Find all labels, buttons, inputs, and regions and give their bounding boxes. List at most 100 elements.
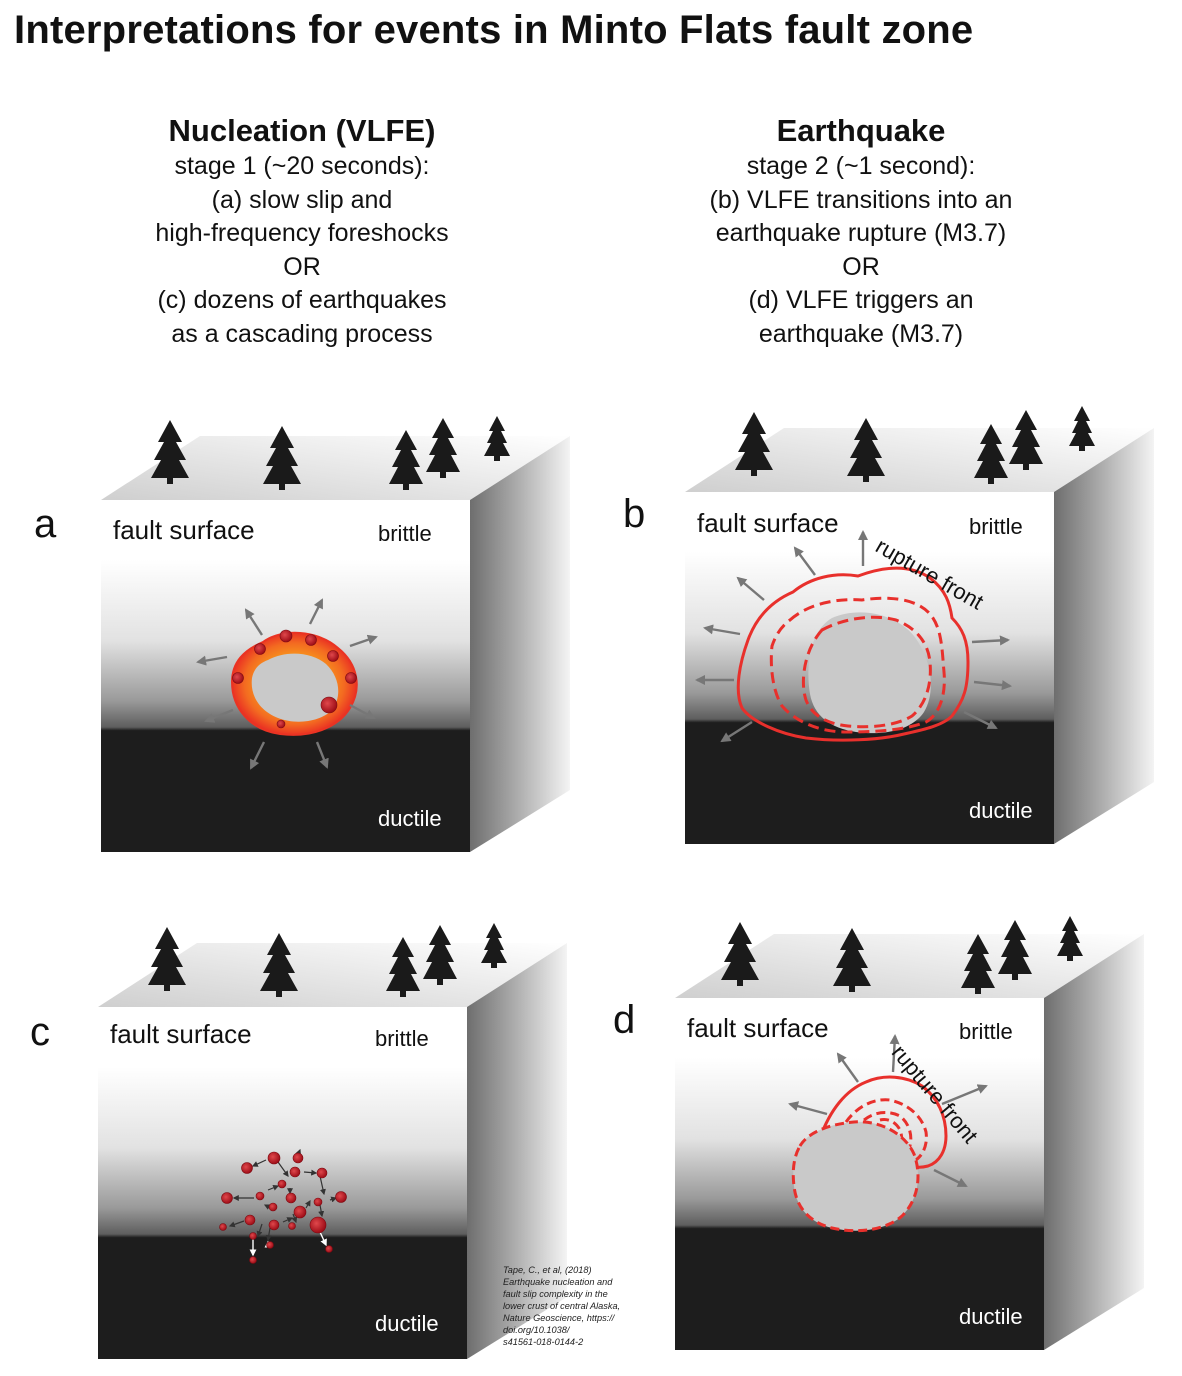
panel-c-block	[98, 943, 567, 1359]
arrow-icon	[318, 1204, 325, 1218]
panel-c-cascade	[219, 1148, 347, 1264]
earthquake-description: Earthquake stage 2 (~1 second): (b) VLFE…	[601, 112, 1121, 352]
rupture-arrows	[788, 1033, 988, 1188]
nucleation-line: high-frequency foreshocks	[155, 219, 449, 248]
tree-icon	[151, 420, 189, 484]
arrow-icon	[277, 1161, 289, 1177]
tree-icon	[974, 424, 1008, 484]
citation-line: lower crust of central Alaska,	[503, 1301, 621, 1311]
nucleation-line: OR	[283, 252, 321, 281]
arrow-icon	[204, 708, 234, 723]
nucleation-line: stage 1 (~20 seconds):	[174, 152, 430, 180]
arrow-icon	[933, 1168, 968, 1188]
arrow-icon	[305, 1199, 311, 1209]
rupture-contour-dashed	[844, 1098, 928, 1164]
arrow-icon	[971, 635, 1011, 646]
earthquake-dot-icon	[277, 1179, 287, 1189]
earthquake-dot-icon	[288, 1222, 296, 1230]
arrow-icon	[793, 546, 816, 576]
tree-icon	[389, 430, 423, 490]
earthquake-dot-icon	[325, 1245, 333, 1253]
nucleation-patch	[808, 612, 931, 734]
arrow-icon	[329, 1196, 338, 1203]
earthquake-dot-icon	[255, 1191, 265, 1201]
fault-surface-label: fault surface	[697, 508, 839, 538]
arrow-icon	[291, 1213, 298, 1224]
panel-b-trees	[735, 406, 1095, 484]
earthquake-heading: Earthquake	[776, 113, 946, 148]
foreshock-dots	[232, 629, 357, 729]
panel-a-nucleation	[196, 598, 378, 770]
nucleation-description: Nucleation (VLFE) stage 1 (~20 seconds):…	[42, 112, 562, 352]
earthquake-dot-icon	[249, 1232, 257, 1240]
earthquake-dot-icon	[285, 1192, 297, 1204]
arrow-icon	[267, 1184, 280, 1191]
earthquake-dot-icon	[292, 1152, 304, 1164]
earthquake-line: (d) VLFE triggers an	[748, 286, 974, 315]
tree-icon	[263, 426, 301, 490]
tree-icon	[426, 418, 460, 478]
earthquake-dot-icon	[244, 1214, 256, 1226]
citation-line: doi.org/10.1038/	[503, 1325, 570, 1335]
arrow-icon	[308, 598, 324, 625]
tree-icon	[484, 416, 510, 461]
rupture-arrows	[694, 529, 1013, 743]
earthquake-line: earthquake rupture (M3.7)	[715, 219, 1007, 248]
fault-surface-label: fault surface	[687, 1013, 829, 1043]
panel-a-trees	[151, 416, 510, 490]
earthquake-dot-icon	[305, 634, 317, 646]
arrow-icon	[889, 1033, 900, 1073]
arrow-icon	[196, 655, 228, 666]
rupture-contour-dashed	[769, 596, 946, 734]
citation-line: Earthquake nucleation and	[503, 1277, 613, 1287]
arrow-icon	[349, 634, 378, 648]
nucleation-heading: Nucleation (VLFE)	[168, 113, 436, 148]
cascade-arrows	[228, 1148, 338, 1242]
rupture-front-outline	[736, 566, 970, 742]
arrow-icon	[228, 1220, 245, 1228]
citation-line: fault slip complexity in the	[503, 1289, 608, 1299]
earthquake-dot-icon	[254, 643, 266, 655]
brittle-label: brittle	[378, 521, 432, 546]
arrow-icon	[256, 1223, 263, 1238]
rupture-contour-dashed	[801, 615, 932, 729]
tree-icon	[1009, 410, 1043, 470]
nucleation-patch	[791, 1120, 920, 1233]
arrow-icon	[963, 710, 998, 730]
earthquake-dot-icon	[313, 1197, 323, 1207]
panel-letter-c: c	[30, 1010, 50, 1054]
citation: Tape, C., et al, (2018) Earthquake nucle…	[503, 1264, 653, 1348]
earthquake-dot-icon	[309, 1216, 327, 1234]
panel-b-rupture	[694, 529, 1013, 743]
citation-line: Nature Geoscience, https://	[503, 1313, 615, 1323]
tree-icon	[481, 923, 507, 968]
arrow-icon	[788, 1101, 828, 1116]
earthquake-dot-icon	[268, 1202, 278, 1212]
tree-icon	[721, 922, 759, 986]
brittle-label: brittle	[959, 1019, 1013, 1044]
tree-icon	[998, 920, 1032, 980]
earthquake-dot-icon	[345, 672, 357, 684]
arrow-icon	[244, 608, 264, 636]
earthquake-dot-icon	[293, 1205, 307, 1219]
tree-icon	[386, 937, 420, 997]
arrow-icon	[319, 1175, 326, 1196]
earthquake-dot-icon	[219, 1223, 227, 1231]
brittle-label: brittle	[375, 1026, 429, 1051]
arrow-icon	[249, 741, 266, 770]
arrow-icon	[703, 624, 741, 636]
arrow-icon	[349, 703, 376, 720]
earthquake-dot-icon	[221, 1192, 233, 1204]
slip-arrows	[196, 598, 378, 770]
nucleation-line: as a cascading process	[171, 319, 433, 348]
cascade-earthquakes	[219, 1151, 347, 1264]
brittle-label: brittle	[969, 514, 1023, 539]
earthquake-dot-icon	[335, 1191, 347, 1203]
arrow-icon	[251, 1159, 267, 1167]
block-side-face	[470, 436, 570, 852]
arrow-icon	[941, 1084, 988, 1106]
tree-icon	[735, 412, 773, 476]
earthquake-line: earthquake (M3.7)	[758, 319, 964, 348]
ductile-label: ductile	[969, 798, 1033, 823]
earthquake-dot-icon	[316, 1167, 328, 1179]
